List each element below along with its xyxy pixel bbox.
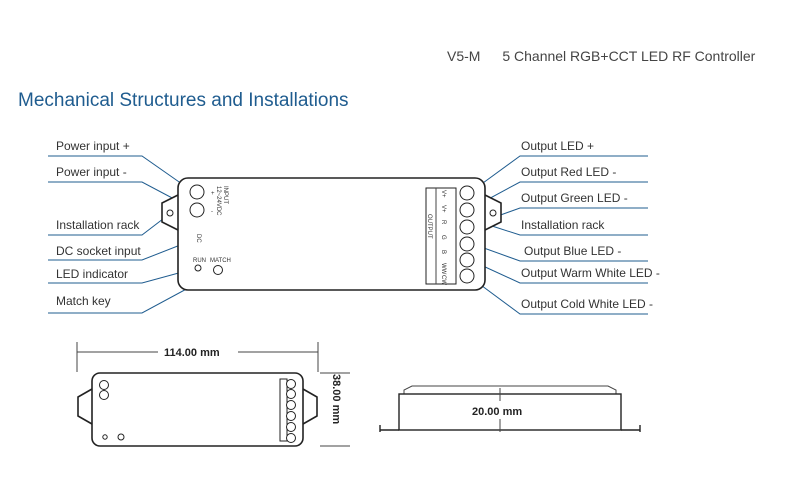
small-led (102, 434, 108, 440)
small-key (117, 433, 125, 441)
product-name: 5 Channel RGB+CCT LED RF Controller (502, 48, 756, 64)
run-label: RUN (193, 258, 206, 264)
small-ear-right (302, 388, 318, 425)
small-out-6 (286, 433, 296, 443)
model-name: V5-M (447, 48, 481, 64)
label-power-input-minus: Power input - (56, 165, 127, 179)
input-voltage: 12~24VDC (215, 186, 221, 216)
leader-dc-socket (48, 239, 194, 261)
mount-hole-right (489, 209, 497, 217)
small-device-body (91, 372, 304, 447)
output-terminal-3 (459, 219, 475, 235)
label-installation-rack-left: Installation rack (56, 218, 140, 232)
output-terminal-5 (459, 252, 475, 268)
device-body (177, 177, 486, 291)
label-output-red: Output Red LED - (521, 165, 616, 179)
input-terminal-plus (189, 184, 205, 200)
label-match-key: Match key (56, 294, 111, 308)
dimension-side-view: 20.00 mm (379, 385, 641, 432)
output-terminal-1 (459, 185, 475, 201)
match-label: MATCH (210, 258, 231, 264)
small-ear-left (77, 388, 93, 425)
match-key-button[interactable] (213, 265, 223, 275)
leader-output-blue (469, 242, 648, 262)
label-output-green: Output Green LED - (521, 191, 628, 205)
terminal-mark-6: WW (440, 263, 446, 275)
terminal-mark-4: G (440, 235, 446, 240)
length-dimension: 114.00 mm (164, 347, 220, 359)
input-label: INPUT (222, 186, 228, 204)
led-indicator-icon (194, 264, 202, 272)
leader-output-led-plus (471, 155, 648, 192)
right-leaders (469, 155, 648, 315)
output-terminal-6 (459, 268, 475, 284)
side-view-body (398, 393, 622, 431)
side-view-top (403, 385, 617, 394)
leader-output-cold-white (469, 276, 648, 315)
output-label-strip (425, 187, 457, 285)
input-terminal-minus (189, 202, 205, 218)
label-dc-socket-input: DC socket input (56, 244, 141, 258)
label-output-blue: Output Blue LED - (524, 244, 621, 258)
small-input-2 (99, 390, 109, 400)
dimension-top-view: 114.00 mm 38.00 mm (76, 342, 350, 447)
section-title: Mechanical Structures and Installations (18, 90, 349, 111)
height-dimension: 20.00 mm (472, 406, 522, 418)
input-plus-mark: + (211, 191, 215, 197)
mount-hole-left (166, 209, 174, 217)
output-label: OUTPUT (426, 214, 432, 239)
small-out-1 (286, 379, 296, 389)
dc-label: DC (195, 234, 201, 243)
leader-power-plus (48, 155, 193, 192)
small-out-4 (286, 411, 296, 421)
label-output-cold-white: Output Cold White LED - (521, 297, 653, 311)
small-input-1 (99, 380, 109, 390)
left-labels: Power input + Power input - Installation… (56, 139, 141, 308)
output-terminal-marks: V+ V+ R G B WW CW (440, 190, 446, 285)
leader-rack-right (491, 225, 648, 236)
terminal-mark-7: CW (440, 275, 446, 285)
terminal-mark-2: V+ (440, 205, 446, 213)
small-terminal-strip (279, 378, 288, 442)
width-dimension: 38.00 mm (330, 374, 342, 424)
terminal-mark-1: V+ (440, 190, 446, 198)
output-terminal-4 (459, 236, 475, 252)
small-out-2 (286, 389, 296, 399)
small-out-5 (286, 422, 296, 432)
output-terminal-2 (459, 202, 475, 218)
label-power-input-plus: Power input + (56, 139, 130, 153)
leader-output-warm-white (469, 259, 648, 284)
device-top-view: + - INPUT 12~24VDC DC RUN MATCH OUTPUT V… (161, 177, 502, 291)
right-labels: Output LED + Output Red LED - Output Gre… (521, 139, 660, 311)
output-terminals (459, 185, 475, 284)
header: V5-M 5 Channel RGB+CCT LED RF Controller (447, 48, 755, 64)
label-led-indicator: LED indicator (56, 267, 128, 281)
label-installation-rack-right: Installation rack (521, 218, 605, 232)
small-out-3 (286, 400, 296, 410)
label-output-led-plus: Output LED + (521, 139, 594, 153)
terminal-mark-5: B (440, 250, 446, 254)
input-minus-mark: - (211, 209, 213, 215)
label-output-warm-white: Output Warm White LED - (521, 266, 660, 280)
terminal-mark-3: R (440, 220, 446, 225)
